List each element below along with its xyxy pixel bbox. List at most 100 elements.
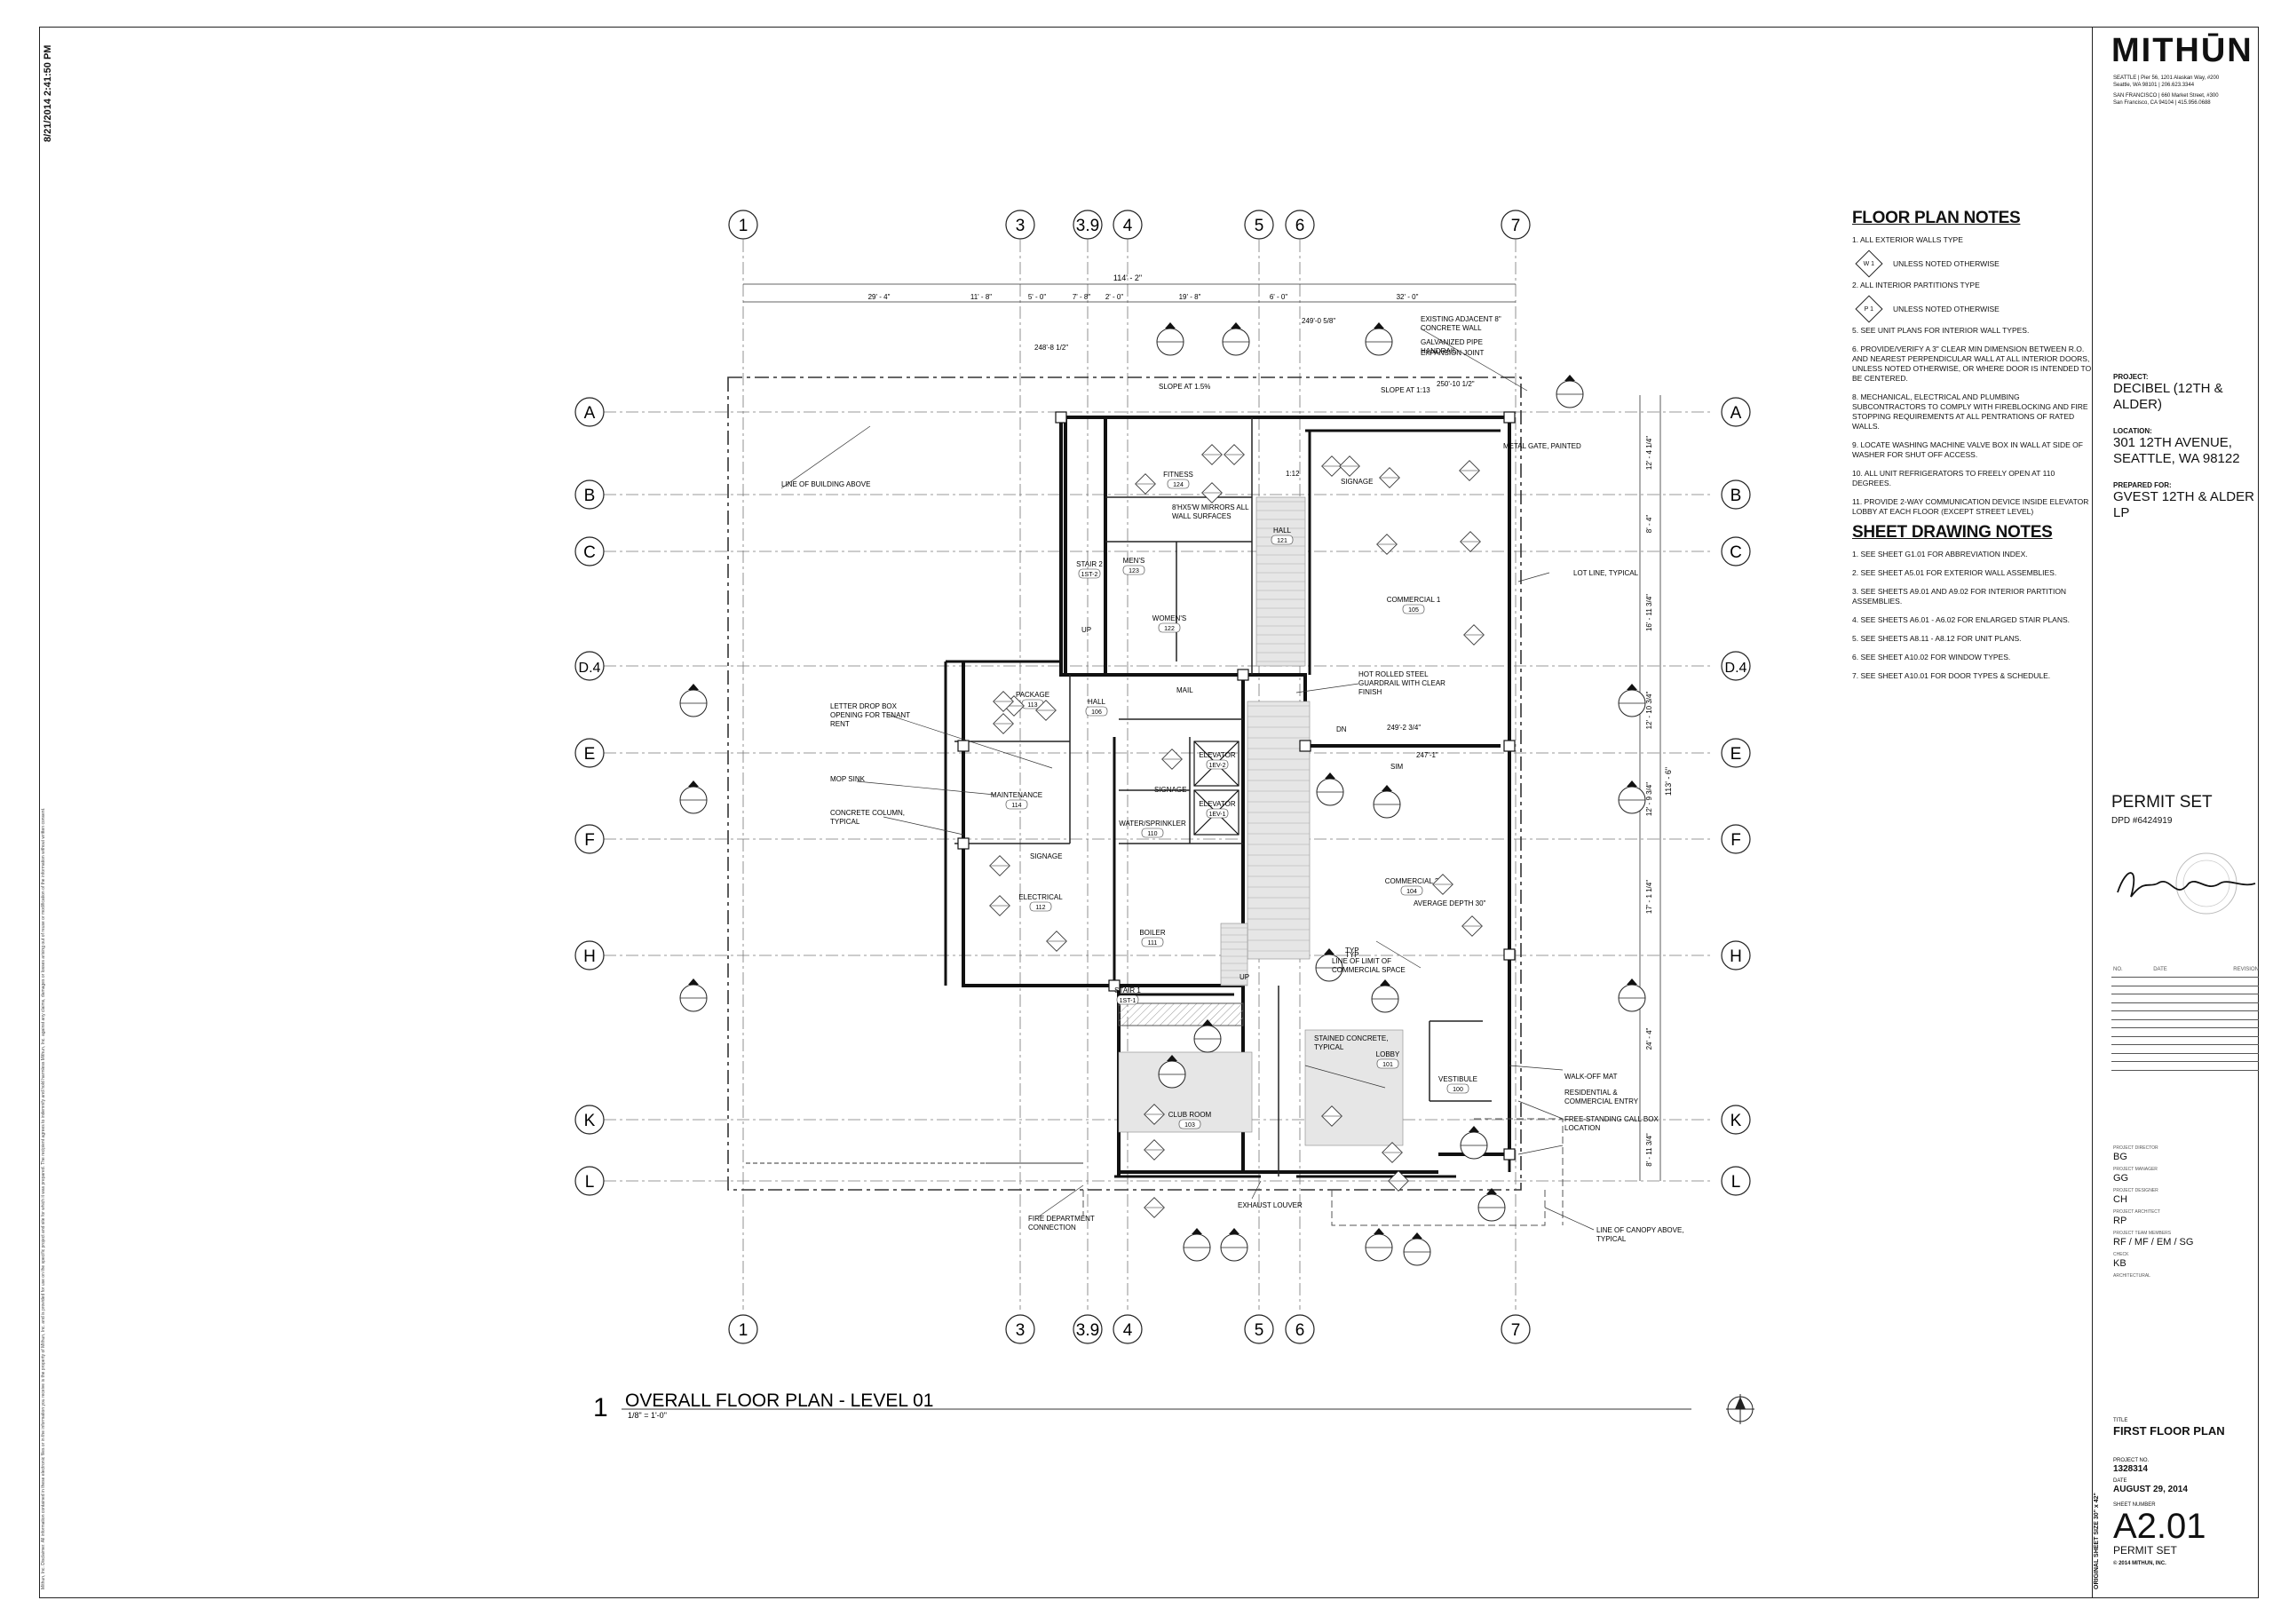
svg-text:F: F xyxy=(1730,831,1741,850)
detail-callout-icon xyxy=(679,684,708,717)
wall-type-tag-icon xyxy=(1201,482,1223,503)
svg-text:ELEVATOR: ELEVATOR xyxy=(1199,751,1236,759)
architect-seal xyxy=(2117,852,2256,915)
drawing-scale: 1/8" = 1'-0" xyxy=(628,1411,667,1420)
svg-text:3.9: 3.9 xyxy=(1076,1321,1099,1340)
svg-text:COMMERCIAL 1: COMMERCIAL 1 xyxy=(1387,596,1441,604)
wall-type-tag-icon xyxy=(1460,531,1481,552)
team-value: RF / MF / EM / SG xyxy=(2113,1237,2194,1248)
grid-bubble-col-4: 4 xyxy=(1113,1314,1143,1344)
wall-type-tag-icon xyxy=(1144,1139,1165,1161)
grid-bubble-row-L: L xyxy=(574,1166,605,1196)
annotation-expansion: EXPANSION JOINT xyxy=(1421,349,1485,357)
sheet-drawing-notes: 1. SEE SHEET G1.01 FOR ABBREVIATION INDE… xyxy=(1852,550,2092,681)
wall-type-tag-icon xyxy=(989,855,1010,876)
svg-text:1EV-1: 1EV-1 xyxy=(1208,812,1225,818)
project-info: PROJECT: DECIBEL (12TH & ALDER) LOCATION… xyxy=(2113,373,2254,520)
annotation-canopy: LINE OF CANOPY ABOVE,TYPICAL xyxy=(1596,1226,1684,1243)
svg-text:K: K xyxy=(584,1112,596,1130)
signature xyxy=(2117,872,2256,898)
sheet-drawing-note-7: 7. SEE SHEET A10.01 FOR DOOR TYPES & SCH… xyxy=(1852,671,2051,680)
svg-text:H: H xyxy=(1730,947,1742,966)
svg-text:HALL: HALL xyxy=(1088,698,1106,706)
annotation-lot-line: LOT LINE, TYPICAL xyxy=(1573,569,1639,577)
detail-callout-icon xyxy=(1365,322,1393,356)
svg-text:D.4: D.4 xyxy=(1725,661,1747,676)
firm-logo: MITHŪN xyxy=(2111,32,2253,69)
detail-callout-icon xyxy=(1477,1188,1506,1222)
annotation-typ: TYP xyxy=(1345,951,1359,959)
detail-callout-icon xyxy=(679,780,708,814)
concrete-column xyxy=(1503,411,1516,424)
svg-text:COMMERCIAL 2: COMMERCIAL 2 xyxy=(1385,877,1439,885)
revision-row xyxy=(2111,1035,2259,1037)
partition-type-tag-icon: P 1 xyxy=(1855,295,1883,323)
team-role: PROJECT DIRECTOR xyxy=(2113,1145,2158,1151)
note-11: 11. PROVIDE 2-WAY COMMUNICATION DEVICE I… xyxy=(1852,497,2089,516)
detail-callout-icon xyxy=(1618,684,1646,717)
sheet-drawing-notes-heading: SHEET DRAWING NOTES xyxy=(1852,523,2053,542)
wall-type-tag-icon xyxy=(1321,456,1342,477)
annotation-mail: MAIL xyxy=(1176,686,1193,694)
firm-address: SEATTLE | Pier 56, 1201 Alaskan Way, #20… xyxy=(2113,75,2220,106)
sheet-drawing-note-2: 2. SEE SHEET A5.01 FOR EXTERIOR WALL ASS… xyxy=(1852,568,2057,577)
annotation-el2: 249'-0 5/8" xyxy=(1302,317,1335,325)
annotation-exhaust: EXHAUST LOUVER xyxy=(1238,1201,1303,1209)
grid-bubble-row-A: A xyxy=(1721,397,1751,427)
concrete-column xyxy=(1503,1148,1516,1161)
team-value: RP xyxy=(2113,1216,2127,1226)
team-role: PROJECT DESIGNER xyxy=(2113,1188,2158,1193)
wall-type-tag-icon xyxy=(1135,473,1156,495)
concrete-column xyxy=(1503,740,1516,752)
detail-callout-icon xyxy=(1222,322,1250,356)
svg-text:MEN'S: MEN'S xyxy=(1123,557,1145,565)
sheet-drawing-note-1: 1. SEE SHEET G1.01 FOR ABBREVIATION INDE… xyxy=(1852,550,2028,558)
team-value: KB xyxy=(2113,1258,2126,1269)
grid-bubble-col-6: 6 xyxy=(1285,210,1315,240)
grid-bubble-row-D.4: D.4 xyxy=(1721,651,1751,681)
wall-type-tag-icon xyxy=(1224,444,1245,465)
note-2: 2. ALL INTERIOR PARTITIONS TYPE xyxy=(1852,281,1980,289)
wall-type-tag-icon xyxy=(1144,1197,1165,1218)
svg-text:5: 5 xyxy=(1255,217,1264,235)
annotation-slope1: SLOPE AT 1.5% xyxy=(1159,383,1210,391)
wall-type-tag-icon xyxy=(1161,749,1183,770)
grid-bubble-col-3: 3 xyxy=(1005,210,1035,240)
row-dimension: 8' - 4" xyxy=(1645,515,1653,534)
wall-type-tag-icon xyxy=(993,691,1014,712)
revision-row xyxy=(2111,1027,2259,1028)
wall-type-tag-icon xyxy=(1382,1142,1403,1163)
title-block xyxy=(2092,27,2259,1598)
annotation-sim: SIM xyxy=(1390,763,1404,771)
svg-text:HALL: HALL xyxy=(1273,527,1292,535)
svg-text:WOMEN'S: WOMEN'S xyxy=(1152,614,1186,622)
revision-row xyxy=(2111,1061,2259,1062)
grid-bubble-row-A: A xyxy=(574,397,605,427)
team-role: CHECK xyxy=(2113,1252,2129,1257)
wall-type-tag-icon xyxy=(1201,444,1223,465)
detail-callout-icon xyxy=(679,978,708,1012)
grid-bubble-col-7: 7 xyxy=(1501,1314,1531,1344)
svg-text:VESTIBULE: VESTIBULE xyxy=(1438,1075,1477,1083)
sheet-drawing-note-4: 4. SEE SHEETS A6.01 - A6.02 FOR ENLARGED… xyxy=(1852,615,2071,624)
detail-callout-icon xyxy=(1371,979,1399,1013)
annotation-signage: SIGNAGE xyxy=(1154,786,1186,794)
svg-text:113: 113 xyxy=(1027,702,1037,709)
annotation-dn: DN xyxy=(1336,725,1347,733)
sheet-number: A2.01 xyxy=(2113,1507,2206,1546)
svg-text:C: C xyxy=(1730,543,1742,562)
annotation-slope2: SLOPE AT 1:13 xyxy=(1381,386,1430,394)
overall-depth-dim: 113' - 6" xyxy=(1664,767,1673,796)
annotation-el1: 248'-8 1/2" xyxy=(1034,344,1068,352)
annotation-ratio: 1:12 xyxy=(1286,470,1300,478)
svg-text:H: H xyxy=(583,947,596,966)
